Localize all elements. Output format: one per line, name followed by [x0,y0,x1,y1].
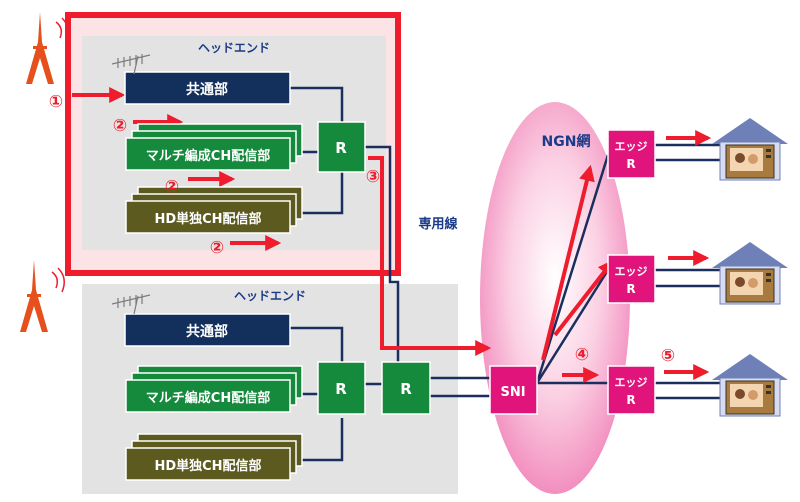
antenna-icon [111,294,151,315]
signal-arrows [72,87,712,383]
router-bottom-2-label: R [400,380,412,398]
router-bottom-1 [317,361,366,415]
multi-ch-delivery-stack-top [125,123,303,171]
multi-ch-delivery-stack-bottom [125,365,303,413]
router-bottom-1-label: R [335,380,347,398]
svg-text:エッジ: エッジ [615,376,648,389]
svg-text:エッジ: エッジ [615,265,648,278]
headend-title-bottom: ヘッドエンド [234,289,306,303]
svg-text:R: R [626,157,635,171]
edge-router-2: エッジ R [607,254,656,304]
step-label-2: ② [165,177,179,197]
common-unit-box-bottom [124,313,291,347]
step-label-3: ③ [366,167,380,187]
hd-ch-delivery-label-top: HD単独CH配信部 [154,211,261,227]
sni-label: SNI [500,385,525,400]
step-label-2: ② [210,238,224,258]
home-tv-icon [712,118,788,181]
common-unit-label-top: 共通部 [186,81,228,98]
hd-ch-delivery-stack-top [125,186,303,234]
ngn-label: NGN網 [542,133,591,150]
edge-router-3: エッジ R [607,365,656,415]
home-tv-icon [712,354,788,417]
svg-text:エッジ: エッジ [615,140,648,153]
multi-ch-delivery-label-bottom: マルチ編成CH配信部 [146,390,270,406]
leased-line-label: 専用線 [418,216,458,232]
hd-ch-delivery-stack-bottom [125,433,303,481]
step-label-4: ④ [575,345,589,365]
headend-title-top: ヘッドエンド [198,41,270,55]
step-label-5: ⑤ [661,346,675,366]
sni-node [489,365,538,415]
router-bottom-2 [381,361,431,415]
edge-router-1: エッジ R [607,129,656,179]
antenna-icon [111,54,151,75]
hd-ch-delivery-label-bottom: HD単独CH配信部 [154,458,261,474]
connection-lines [290,86,722,462]
common-unit-label-bottom: 共通部 [186,323,228,340]
svg-text:R: R [626,282,635,296]
router-top-label: R [335,139,347,157]
common-unit-box-top [124,71,291,105]
broadcast-tower-icon [20,260,65,332]
svg-text:R: R [626,393,635,407]
broadcast-tower-icon [26,12,69,84]
router-top [317,121,366,173]
multi-ch-delivery-label-top: マルチ編成CH配信部 [146,148,270,164]
step-label-2: ② [113,116,127,136]
step-label-1: ① [49,92,63,112]
home-tv-icon [712,242,788,305]
